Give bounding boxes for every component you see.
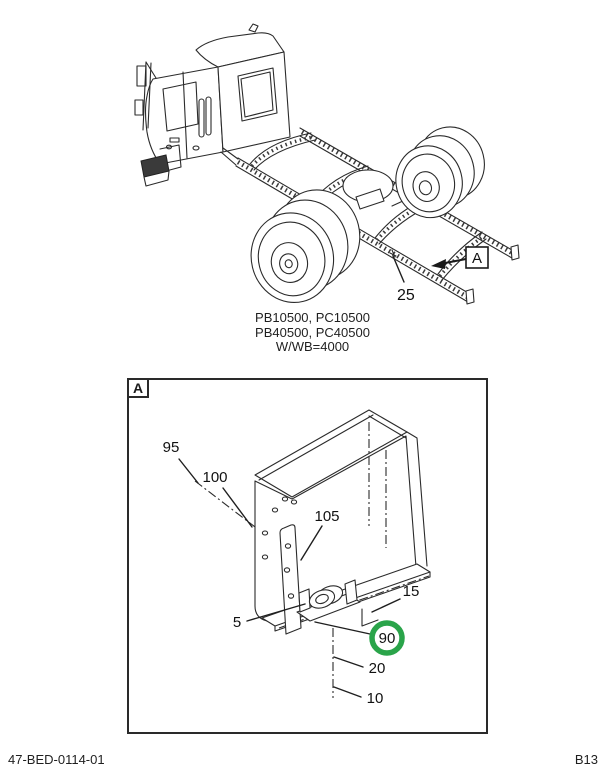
rear-wheels-left: [250, 189, 361, 304]
callout-90: 90: [379, 630, 396, 647]
callout-15: 15: [403, 583, 420, 600]
caption-line-2: PB40500, PC40500: [255, 324, 370, 340]
callout-100: 100: [202, 469, 227, 486]
caption-line-3: W/WB=4000: [275, 339, 350, 354]
leader-lines: [178, 458, 401, 698]
detail-marker-a: A: [431, 246, 489, 269]
overview-drawing: 25 A: [134, 23, 520, 305]
callout-25-label: 25: [397, 287, 415, 304]
callout-25: 25: [389, 249, 415, 304]
callout-5: 5: [233, 614, 241, 631]
callout-95: 95: [163, 439, 180, 456]
detail-marker-a-label: A: [472, 250, 482, 267]
callout-20: 20: [369, 660, 386, 677]
truck-cab: [134, 23, 291, 187]
light-bracket-assembly: [296, 579, 361, 622]
rear-wheels-right: [395, 126, 485, 219]
document-number: 47-BED-0114-01: [8, 752, 105, 767]
callout-105: 105: [314, 508, 339, 525]
frame-centerline: [194, 480, 260, 531]
callout-10: 10: [367, 690, 384, 707]
detail-view-box: A: [127, 378, 488, 734]
green-highlight-circle: [369, 620, 405, 656]
model-caption: PB10500, PC10500 PB40500, PC40500 W/WB=4…: [15, 310, 610, 355]
detail-box-marker: A: [127, 378, 149, 398]
detail-drawing: 95 100 105 5 15 20 10 90: [163, 409, 431, 707]
page-number: B13: [574, 752, 598, 767]
highlighted-callout-90: 90: [369, 620, 405, 656]
caption-line-1: PB10500, PC10500: [255, 310, 370, 325]
